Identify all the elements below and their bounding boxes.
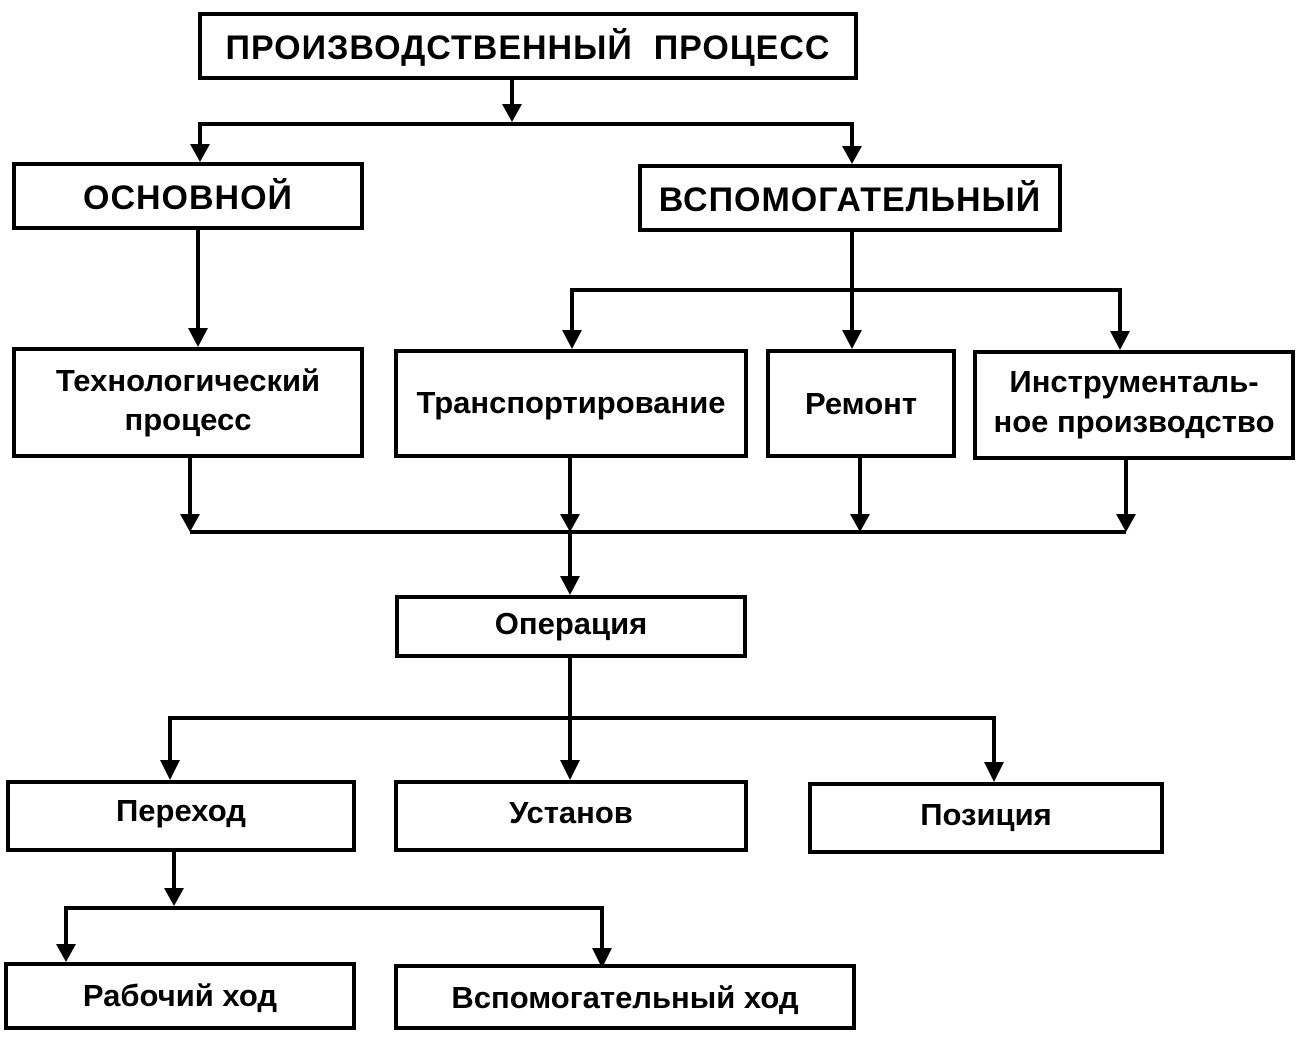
tool-production-label-line1: Инструменталь- (1009, 364, 1258, 399)
arrowhead (56, 944, 76, 962)
arrowhead (1110, 331, 1130, 350)
node-tool-production: Инструменталь- ное производство (973, 350, 1295, 460)
auxiliary-label: ВСПОМОГАТЕЛЬНЫЙ (659, 180, 1041, 219)
node-transportation: Транспортирование (394, 349, 748, 458)
node-position: Позиция (808, 782, 1164, 854)
connectors (56, 78, 1136, 968)
arrowhead (842, 330, 862, 349)
arrowhead (1116, 514, 1136, 532)
node-main: ОСНОВНОЙ (12, 162, 364, 230)
arrowhead (560, 576, 580, 595)
setup-label: Установ (509, 795, 633, 830)
operation-label: Операция (495, 606, 647, 641)
node-working-stroke: Рабочий ход (4, 962, 356, 1030)
production-process-label: ПРОИЗВОДСТВЕННЫЙ ПРОЦЕСС (226, 28, 831, 67)
tech-process-label-line1: Технологический (56, 363, 320, 398)
tool-production-label-line2: ное производство (993, 404, 1274, 439)
node-production-process: ПРОИЗВОДСТВЕННЫЙ ПРОЦЕСС (198, 12, 858, 80)
arrowhead (160, 760, 180, 780)
arrowhead (850, 514, 870, 532)
edge-split-transition (64, 906, 604, 950)
node-repair: Ремонт (766, 349, 956, 458)
arrowhead (592, 948, 612, 968)
arrowhead (984, 762, 1004, 782)
edge-split-auxiliary (570, 288, 1122, 332)
working-stroke-label: Рабочий ход (83, 978, 278, 1013)
position-label: Позиция (920, 797, 1051, 832)
auxiliary-stroke-label: Вспомогательный ход (451, 980, 799, 1015)
arrowhead (560, 514, 580, 532)
node-setup: Установ (394, 780, 748, 852)
tech-process-label-line2: процесс (125, 402, 252, 437)
edge-split-operation (168, 716, 996, 762)
arrowhead (188, 328, 208, 347)
transportation-label: Транспортирование (416, 385, 725, 420)
edge-split-main-auxiliary (198, 122, 854, 148)
arrowhead (562, 330, 582, 349)
node-operation: Операция (395, 595, 747, 658)
arrowhead (502, 104, 522, 122)
arrowhead (190, 144, 210, 162)
main-label: ОСНОВНОЙ (83, 178, 293, 217)
arrowhead (560, 760, 580, 780)
transition-label: Переход (116, 793, 246, 828)
node-auxiliary: ВСПОМОГАТЕЛЬНЫЙ (638, 164, 1062, 232)
node-tech-process: Технологический процесс (12, 347, 364, 458)
repair-label: Ремонт (805, 386, 917, 421)
arrowhead (180, 514, 200, 532)
node-transition: Переход (6, 780, 356, 852)
arrowhead (164, 888, 184, 906)
node-auxiliary-stroke: Вспомогательный ход (394, 964, 856, 1030)
arrowhead (842, 146, 862, 164)
